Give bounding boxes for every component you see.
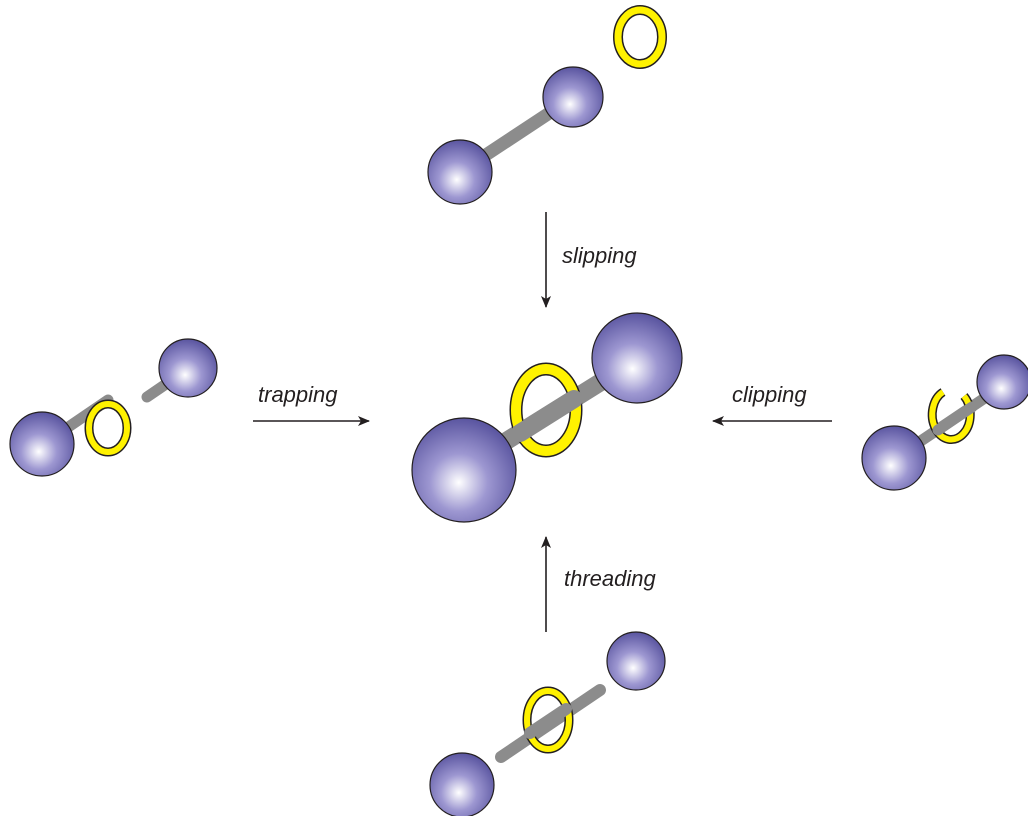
ring-fill [86,401,130,455]
stopper-sphere-icon [429,752,495,816]
threading-label: threading [564,566,657,591]
stopper-sphere-icon [9,411,75,477]
stopper-sphere-icon [158,338,218,398]
trapping-components [9,338,218,477]
clipping-components [861,354,1028,491]
stopper-sphere-icon [591,312,683,404]
ring-fill [524,688,572,752]
stopper-sphere-icon [427,139,493,205]
stopper-sphere-icon [606,631,666,691]
trapping-label: trapping [258,382,338,407]
axle-rod-through-ring [511,390,583,442]
rotaxane-product [411,312,683,523]
slipping-components [427,5,667,205]
axle-rod-through-ring [524,703,572,739]
axle-rod-through-ring [932,401,978,436]
ring-fill [511,364,581,456]
ring-fill [614,6,666,68]
threading-components [429,631,666,816]
stopper-sphere-icon [861,425,927,491]
clipping-label: clipping [732,382,807,407]
stopper-sphere-icon [976,354,1028,410]
slipping-label: slipping [562,243,637,268]
stopper-sphere-icon [411,417,517,523]
stopper-sphere-icon [542,66,604,128]
